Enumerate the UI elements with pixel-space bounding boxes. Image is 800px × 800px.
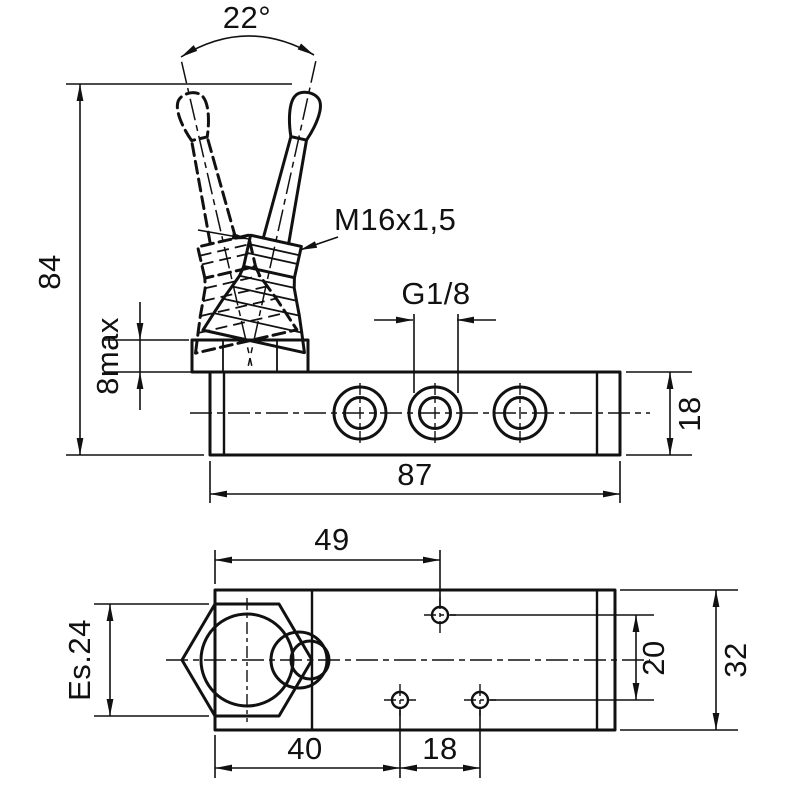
arrow-left xyxy=(197,229,250,240)
dim-hex-flats: Es.24 xyxy=(62,603,209,717)
dim-body-width: 32 xyxy=(620,589,753,731)
extension-lines xyxy=(94,603,209,717)
dim-angle: 22° xyxy=(180,0,315,58)
hex-nut-outline xyxy=(180,602,314,718)
port-1 xyxy=(332,383,388,444)
extension-lines xyxy=(413,314,459,393)
port-thread-label: G1/8 xyxy=(401,276,470,311)
plan-view: 49 Es.24 20 32 40 18 xyxy=(62,522,753,778)
extension-lines xyxy=(214,550,441,606)
stroke-max-label: 8max xyxy=(90,317,125,395)
angle-arc xyxy=(180,35,315,58)
hole-spacing-label: 20 xyxy=(636,640,671,675)
lever-shaft-circle xyxy=(269,630,329,690)
dim-hole-offsets: 40 18 xyxy=(214,710,481,778)
valve-body-outline xyxy=(208,370,622,457)
body-length-label: 87 xyxy=(397,457,432,492)
angle-label: 22° xyxy=(223,0,271,35)
hex-flats-label: Es.24 xyxy=(62,619,97,701)
lever-knob-circle xyxy=(289,639,331,681)
dim-body-height: 18 xyxy=(626,371,707,456)
plan-body-outline xyxy=(213,588,617,732)
dim-thread: M16x1,5 xyxy=(197,202,456,251)
dim-hole-spacing: 20 xyxy=(450,614,671,701)
port-3 xyxy=(492,383,548,444)
extension-lines xyxy=(66,83,292,456)
total-height-label: 84 xyxy=(32,254,67,289)
extension-lines xyxy=(626,371,692,456)
port-inner-circle xyxy=(418,396,452,430)
dim-port-thread: G1/8 xyxy=(374,276,496,393)
side-view: 22° 84 8max M16x1,5 G1/8 xyxy=(32,0,707,503)
arrow-right xyxy=(299,236,339,251)
extension-lines xyxy=(450,614,654,701)
body-width-label: 32 xyxy=(718,642,753,677)
hole-offset-a-label: 40 xyxy=(287,731,322,766)
body-height-label: 18 xyxy=(672,396,707,431)
dim-body-length: 87 xyxy=(209,457,621,503)
pilot-offset-label: 49 xyxy=(314,522,349,557)
lever-boss-circle xyxy=(199,612,295,708)
port-2 xyxy=(407,383,463,444)
port-inner-circle xyxy=(343,396,377,430)
hole-offset-b-label: 18 xyxy=(422,731,457,766)
lever-alt-position xyxy=(129,48,304,379)
dim-stroke-max: 8max xyxy=(90,302,206,410)
extension-lines xyxy=(104,339,206,373)
thread-label: M16x1,5 xyxy=(334,202,456,237)
lever-mount-nut xyxy=(190,338,310,374)
dim-total-height: 84 xyxy=(32,83,292,456)
dim-pilot-offset: 49 xyxy=(214,522,441,606)
port-inner-circle xyxy=(503,396,537,430)
